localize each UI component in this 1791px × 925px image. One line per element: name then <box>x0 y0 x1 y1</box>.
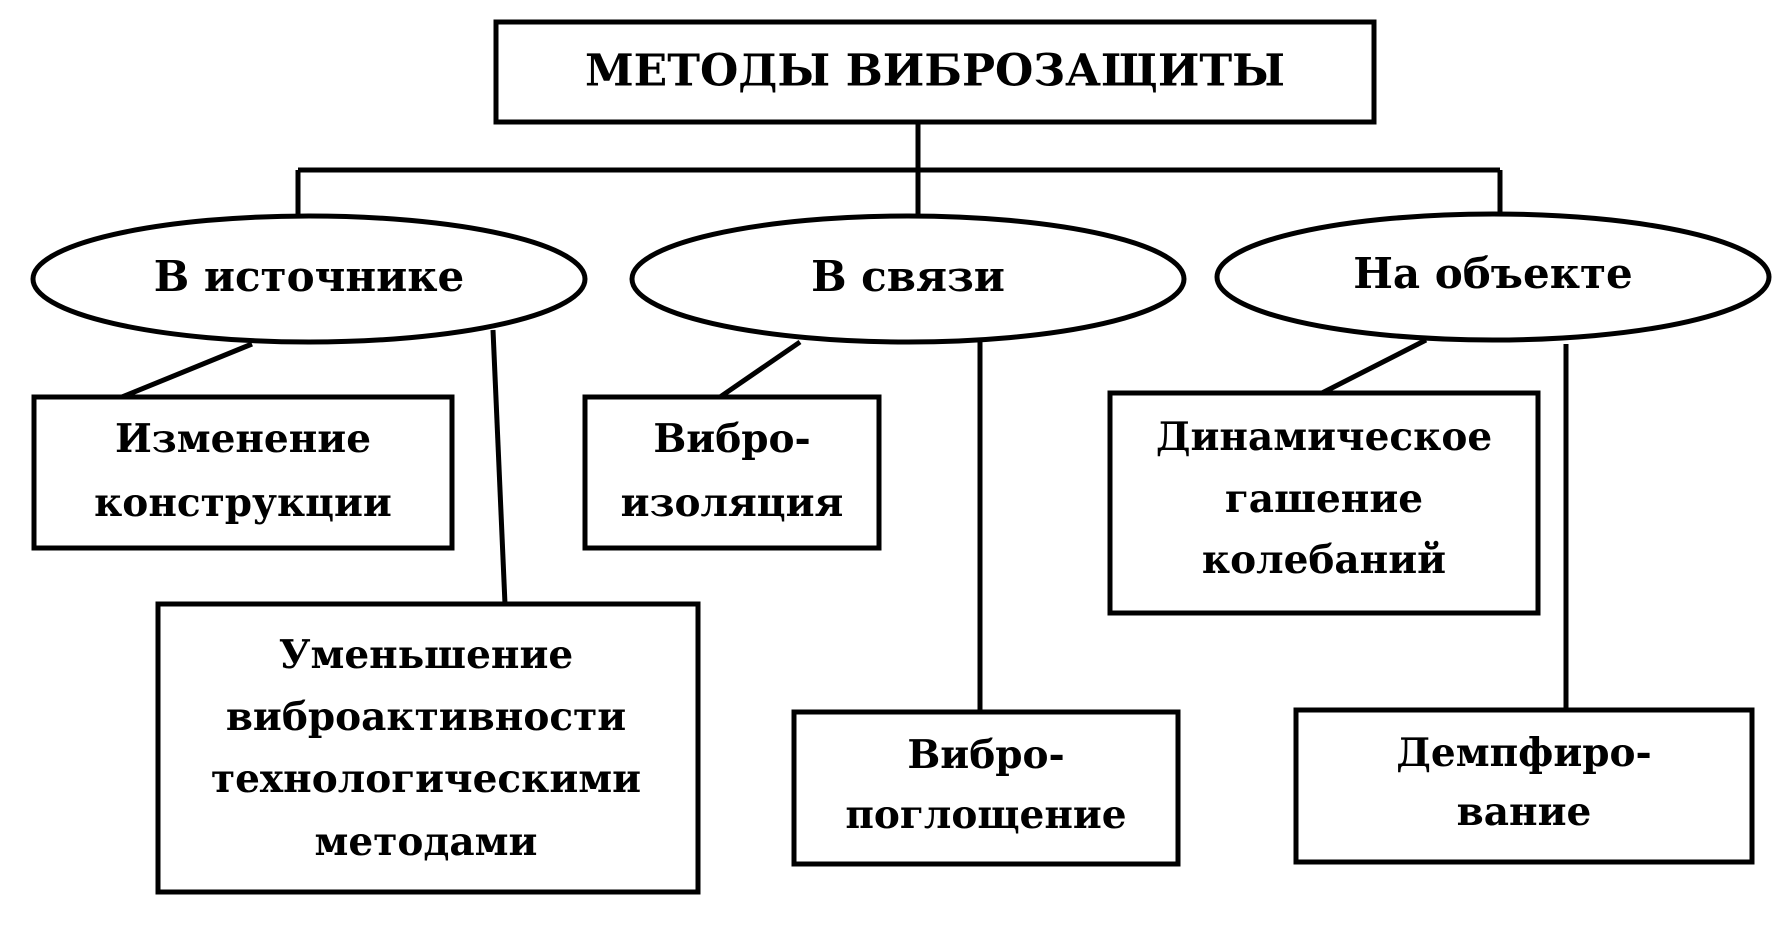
method-box-source-2-line-4: методами <box>315 819 538 865</box>
category-source-oval <box>30 213 588 345</box>
method-box-source-1: Изменение конструкции <box>31 394 455 551</box>
category-link-label: В связи <box>811 252 1005 301</box>
method-box-link-2-frame <box>791 709 1181 867</box>
category-object: На объекте <box>1214 211 1772 343</box>
method-box-object-2-line-2: вание <box>1457 789 1592 835</box>
root-box <box>493 19 1377 125</box>
connector-source-to-method-2 <box>490 329 508 605</box>
connector-link-to-method-1 <box>718 339 802 400</box>
category-object-oval <box>1214 211 1772 343</box>
method-box-source-2-line-1: Уменьшение <box>279 632 573 678</box>
method-box-link-1-frame <box>582 394 882 551</box>
method-box-source-1-line-2: конструкции <box>94 480 392 526</box>
method-box-object-1-line-2: гашение <box>1225 476 1423 522</box>
method-box-object-2: Демпфиро- вание <box>1293 707 1755 865</box>
connectors <box>121 122 1569 712</box>
method-box-object-2-line-1: Демпфиро- <box>1396 730 1651 776</box>
method-box-link-1-line-2: изоляция <box>621 480 844 526</box>
category-link: В связи <box>629 213 1187 345</box>
method-box-object-2-frame <box>1293 707 1755 865</box>
method-box-source-2-frame <box>155 601 701 895</box>
method-box-link-1: Вибро- изоляция <box>582 394 882 551</box>
method-box-source-2: Уменьшение виброактивности технологическ… <box>155 601 701 895</box>
method-box-source-1-frame <box>31 394 455 551</box>
root-label: МЕТОДЫ ВИБРОЗАЩИТЫ <box>585 46 1285 97</box>
method-box-link-2-line-2: поглощение <box>845 792 1126 838</box>
method-box-source-2-line-3: технологическими <box>211 756 641 802</box>
method-box-link-2: Вибро- поглощение <box>791 709 1181 867</box>
category-source: В источнике <box>30 213 588 345</box>
method-box-object-1-line-3: колебаний <box>1202 537 1446 583</box>
connector-object-to-method-1 <box>1320 337 1428 396</box>
method-box-source-2-line-2: виброактивности <box>226 694 626 740</box>
root-node: МЕТОДЫ ВИБРОЗАЩИТЫ <box>493 19 1377 125</box>
connector-source-to-method-1 <box>121 341 253 400</box>
method-box-link-1-line-1: Вибро- <box>653 416 810 462</box>
method-box-source-1-line-1: Изменение <box>115 416 371 462</box>
category-object-label: На объекте <box>1353 249 1633 298</box>
method-box-object-1-frame <box>1107 390 1541 616</box>
category-source-label: В источнике <box>154 252 465 301</box>
method-box-object-1-line-1: Динамическое <box>1156 414 1492 460</box>
method-box-object-1: Динамическое гашение колебаний <box>1107 390 1541 616</box>
category-link-oval <box>629 213 1187 345</box>
method-box-link-2-line-1: Вибро- <box>907 732 1064 778</box>
